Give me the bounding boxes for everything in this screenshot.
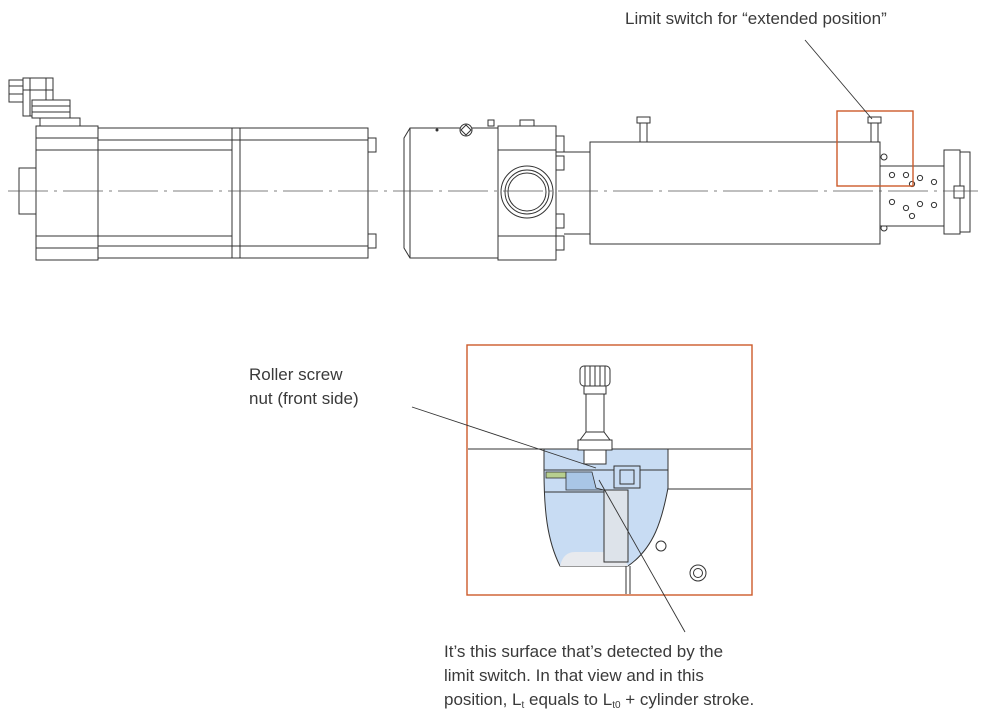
highlight-box-top (836, 110, 914, 187)
gearbox-housing (403, 119, 499, 259)
note-line3-post: + cylinder stroke. (620, 690, 755, 710)
front-flange (879, 149, 971, 235)
limit-switch-label: Limit switch for “extended position” (625, 9, 887, 28)
detail-limit-switch (577, 365, 613, 465)
note-line2: limit switch. In that view and in this (444, 666, 704, 686)
nut-label-line1: Roller screw (249, 365, 343, 384)
note-line3-pre: position, L (444, 690, 522, 710)
leader-nut (411, 406, 597, 469)
cylinder-side-view (8, 39, 978, 261)
detected-surface-note: It’s this surface that’s detected by the… (444, 640, 754, 713)
cylinder-barrel (564, 116, 888, 245)
nut-label-line2: nut (front side) (249, 389, 359, 409)
subscript-t: t (521, 700, 525, 712)
motor-body (18, 125, 377, 261)
note-line1: It’s this surface that’s detected by the (444, 642, 724, 661)
roller-screw-nut-label: Roller screw nut (front side) (249, 363, 359, 411)
note-line3: position, Lt equals to Lt0 + cylinder st… (444, 688, 754, 713)
trunnion-block (497, 119, 565, 261)
note-line3-mid: equals to L (524, 690, 613, 710)
detail-view (411, 344, 753, 633)
connector-fitting (8, 77, 81, 127)
leader-limit-switch (804, 39, 873, 120)
subscript-t0: t0 (612, 700, 621, 712)
leader-surface (598, 479, 686, 633)
